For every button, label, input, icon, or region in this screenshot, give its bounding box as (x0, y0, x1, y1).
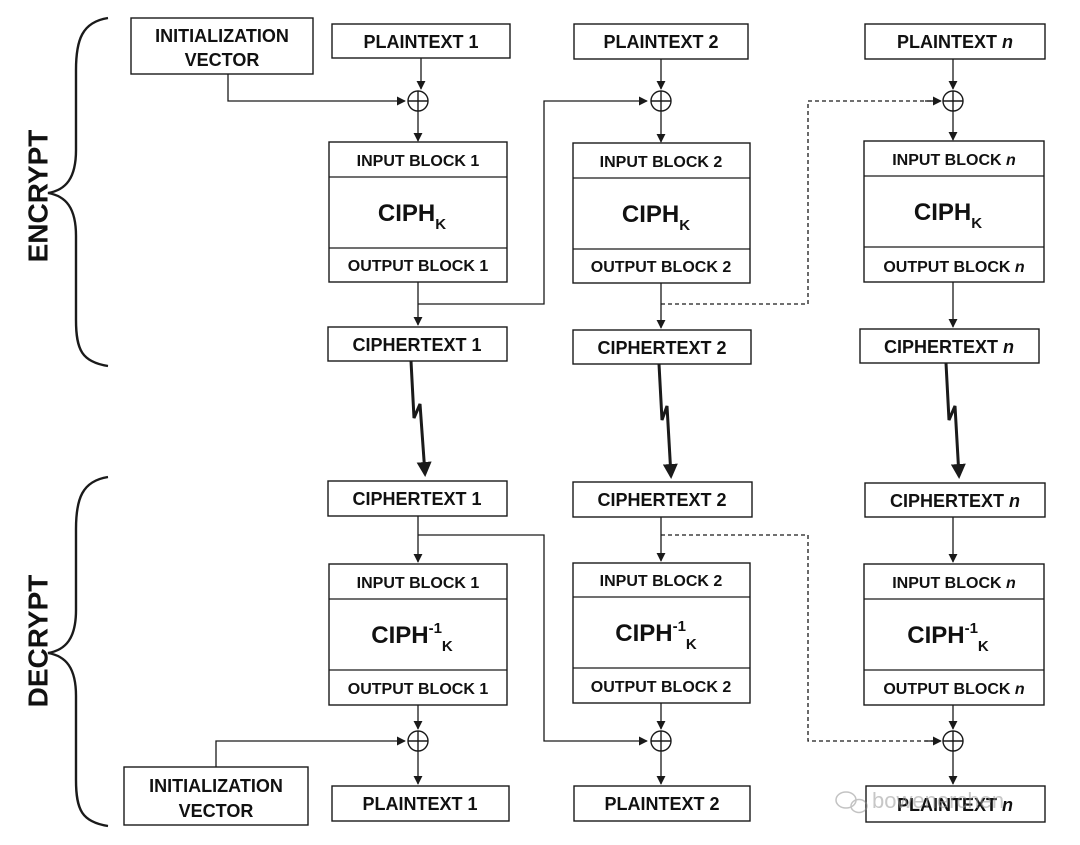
decrypt-plaintext-1: PLAINTEXT 1 (362, 794, 477, 814)
encrypt-input-block-2: INPUT BLOCK 2 (600, 154, 723, 171)
encrypt-ciph-2: CIPHK (622, 201, 690, 234)
encrypt-ciphertext-1: CIPHERTEXT 1 (352, 335, 481, 355)
encrypt-plaintext-1: PLAINTEXT 1 (363, 32, 478, 52)
decrypt-cipher-block-n (863, 563, 1045, 706)
encrypt-ciph-n: CIPHK (914, 199, 982, 232)
watermark-text: bowenerchen (872, 788, 1004, 813)
decrypt-brace (47, 475, 109, 828)
encrypt-plaintext-n: PLAINTEXT n (897, 32, 1013, 52)
encrypt-cipher-block-2 (572, 142, 751, 284)
decrypt-chain-1-to-2-arrow (418, 534, 648, 746)
decrypt-iv-to-xor1-arrow (215, 736, 406, 767)
transmission-arrow-2 (657, 363, 678, 479)
encrypt-xor-2-icon (650, 90, 672, 112)
decrypt-input-block-2: INPUT BLOCK 2 (600, 573, 723, 590)
decrypt-cipher-block-1 (328, 563, 508, 706)
encrypt-output-block-2: OUTPUT BLOCK 2 (591, 259, 732, 276)
encrypt-chain-1-to-2-arrow (418, 96, 648, 305)
decrypt-xor-1-icon (407, 730, 429, 752)
decrypt-iv-box (123, 766, 309, 826)
encrypt-iv-line2: VECTOR (185, 50, 260, 70)
decrypt-input-block-1: INPUT BLOCK 1 (357, 575, 480, 592)
decrypt-chain-2-to-n-dashed (661, 534, 940, 742)
decrypt-ciph-inv-1: CIPH-1K (371, 620, 453, 655)
encrypt-output-block-1: OUTPUT BLOCK 1 (348, 258, 489, 275)
wechat-icon (835, 791, 868, 814)
encrypt-cipher-block-1 (328, 141, 508, 283)
decrypt-xor-n-icon (942, 730, 964, 752)
encrypt-ciphertext-n: CIPHERTEXT n (884, 337, 1014, 357)
decrypt-output-block-2: OUTPUT BLOCK 2 (591, 679, 732, 696)
encrypt-ciph-1: CIPHK (378, 200, 446, 233)
decrypt-ciph-inv-n: CIPH-1K (907, 620, 989, 655)
encrypt-ciphertext-n-box (859, 328, 1040, 364)
decrypt-output-block-n: OUTPUT BLOCK n (883, 681, 1025, 698)
encrypt-ciphertext-2-box (572, 329, 752, 365)
decrypt-output-block-1: OUTPUT BLOCK 1 (348, 681, 489, 698)
encrypt-ciphertext-2: CIPHERTEXT 2 (597, 338, 726, 358)
encrypt-xor-n-icon (942, 90, 964, 112)
encrypt-plaintext-2-box (573, 23, 749, 60)
encrypt-input-block-1: INPUT BLOCK 1 (357, 153, 480, 170)
decrypt-plaintext-n: PLAINTEXT n (897, 795, 1013, 815)
encrypt-cipher-block-n (863, 140, 1045, 283)
decrypt-xor-2-icon (650, 730, 672, 752)
decrypt-ciphertext-n: CIPHERTEXT n (890, 491, 1020, 511)
decrypt-plaintext-1-box (331, 785, 510, 822)
transmission-arrow-n (944, 362, 966, 479)
decrypt-ciphertext-n-box (864, 482, 1046, 518)
decrypt-plaintext-2: PLAINTEXT 2 (604, 794, 719, 814)
decrypt-ciphertext-1-box (327, 480, 508, 517)
encrypt-chain-2-to-n-dashed (661, 100, 940, 305)
encrypt-ciphertext-1-box (327, 326, 508, 362)
decrypt-iv-line1: INITIALIZATION (149, 776, 283, 796)
decrypt-ciph-inv-2: CIPH-1K (615, 618, 697, 653)
decrypt-ciphertext-2: CIPHERTEXT 2 (597, 490, 726, 510)
decrypt-input-block-n: INPUT BLOCK n (892, 575, 1016, 592)
encrypt-iv-line1: INITIALIZATION (155, 26, 289, 46)
encrypt-iv-box (130, 17, 314, 75)
decrypt-iv-line2: VECTOR (179, 801, 254, 821)
decrypt-label: DECRYPT (22, 575, 53, 708)
decrypt-plaintext-2-box (573, 785, 751, 822)
encrypt-xor-1-icon (407, 90, 429, 112)
encrypt-brace (47, 16, 109, 368)
encrypt-label: ENCRYPT (22, 130, 53, 263)
encrypt-output-block-n: OUTPUT BLOCK n (883, 259, 1025, 276)
encrypt-iv-to-xor1-arrow (227, 74, 406, 106)
decrypt-ciphertext-2-box (572, 481, 753, 518)
encrypt-plaintext-1-box (331, 23, 511, 59)
decrypt-plaintext-n-box (865, 785, 1046, 823)
encrypt-plaintext-2: PLAINTEXT 2 (603, 32, 718, 52)
encrypt-plaintext-n-box (864, 23, 1046, 60)
transmission-arrow-1 (409, 360, 432, 477)
decrypt-ciphertext-1: CIPHERTEXT 1 (352, 489, 481, 509)
encrypt-input-block-n: INPUT BLOCK n (892, 152, 1016, 169)
